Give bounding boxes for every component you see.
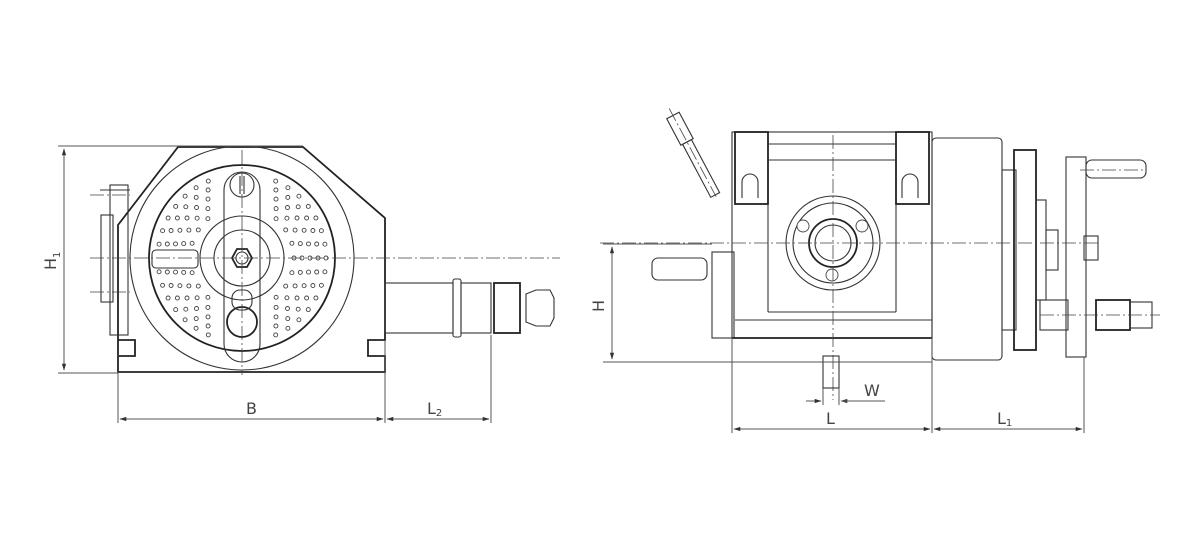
front-view [90, 145, 560, 375]
dim-label-l2: L2 [427, 399, 442, 419]
dim-label-l1: L1 [997, 409, 1012, 429]
dim-label-b: B [246, 399, 257, 418]
index-holes [156, 178, 329, 338]
index-plate-side [1013, 149, 1037, 351]
front-dimensions: H1 B L2 [41, 145, 492, 423]
dim-label-w: W [864, 381, 880, 400]
input-shaft [384, 282, 454, 334]
side-view [600, 108, 1160, 400]
crank-handle [1085, 159, 1147, 179]
side-dimensions: H L W L1 [589, 243, 1085, 433]
key-slot [822, 355, 840, 389]
index-plate [148, 164, 336, 352]
side-plate [109, 184, 129, 336]
clamp-block-left [734, 131, 769, 205]
locking-lever [666, 108, 721, 199]
housing-outline [117, 146, 386, 373]
dim-label-h: H [589, 300, 608, 312]
dim-label-l: L [826, 409, 835, 428]
cylinder-housing [931, 137, 1003, 361]
dim-label-h1: H1 [41, 252, 63, 270]
crank-plate [1065, 156, 1087, 358]
side-handle [651, 257, 708, 281]
clamp-block-right [895, 131, 930, 205]
